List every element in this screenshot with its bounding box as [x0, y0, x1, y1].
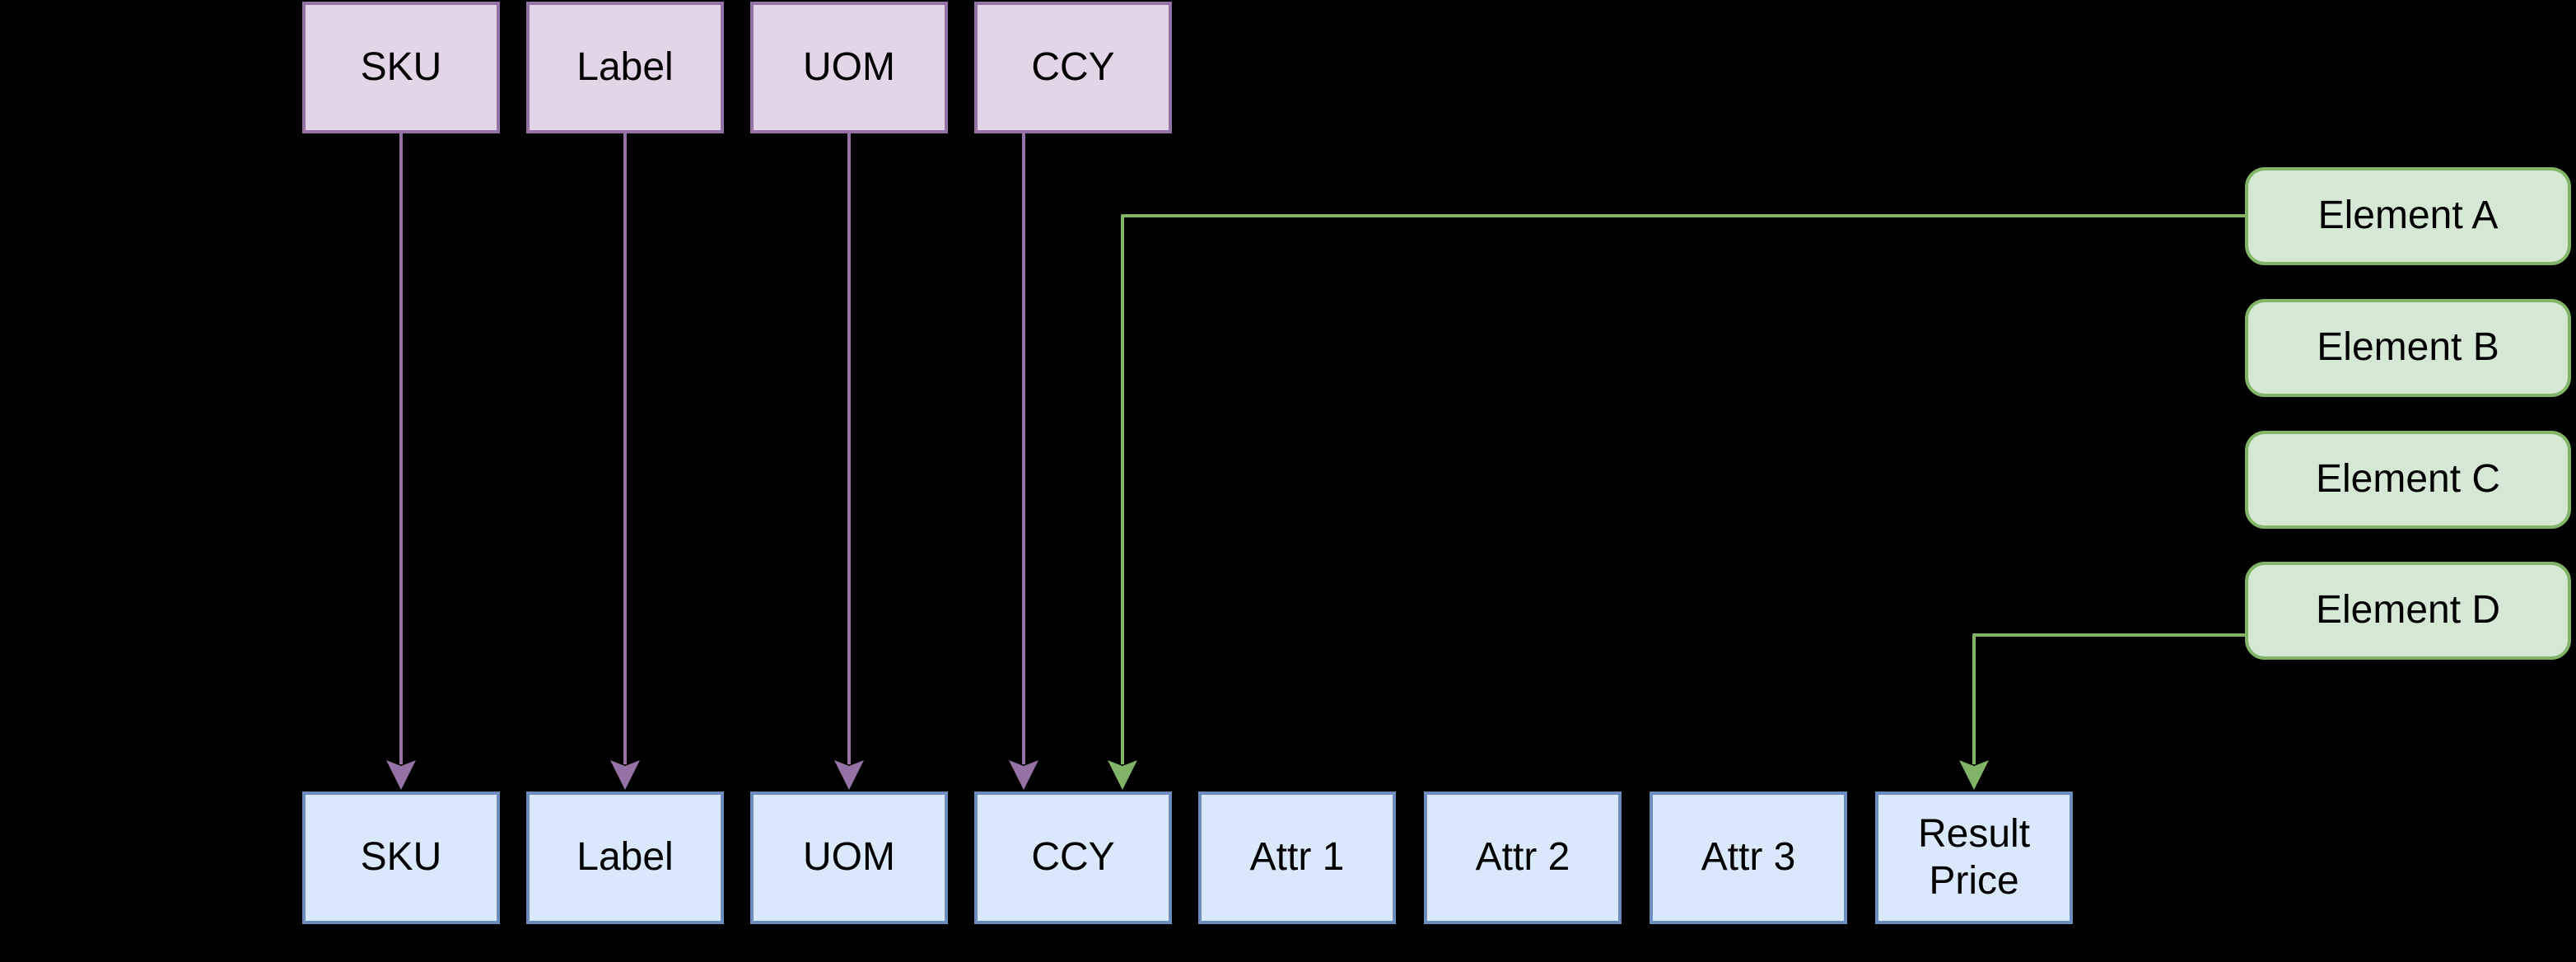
source-field-uom: UOM	[750, 2, 948, 133]
target-field-sku: SKU	[302, 792, 500, 924]
target-field-result-price: Result Price	[1875, 792, 2073, 924]
source-field-label: Label	[526, 2, 724, 133]
target-field-uom-label: UOM	[803, 835, 895, 880]
source-field-ccy-label: CCY	[1031, 44, 1115, 89]
connector-element-d-to-result-price	[1959, 633, 2245, 790]
connector-element-a-to-ccy	[1108, 214, 2245, 790]
target-field-uom: UOM	[750, 792, 948, 924]
source-field-ccy: CCY	[974, 2, 1172, 133]
element-b-box: Element B	[2245, 299, 2571, 397]
target-field-label-label: Label	[576, 835, 674, 880]
source-field-sku: SKU	[302, 2, 500, 133]
connector-label-to-label	[610, 133, 640, 790]
element-d-label: Element D	[2315, 588, 2501, 633]
element-d-box: Element D	[2245, 562, 2571, 660]
target-field-attr-2-label: Attr 2	[1475, 835, 1570, 880]
source-field-sku-label: SKU	[360, 44, 442, 89]
connector-sku-to-sku	[386, 133, 416, 790]
element-b-label: Element B	[2317, 325, 2499, 370]
connector-ccy-to-ccy	[1009, 133, 1038, 790]
element-a-box: Element A	[2245, 167, 2571, 265]
target-field-attr-2: Attr 2	[1424, 792, 1622, 924]
target-field-attr-3: Attr 3	[1650, 792, 1847, 924]
target-field-label: Label	[526, 792, 724, 924]
target-field-ccy: CCY	[974, 792, 1172, 924]
source-field-uom-label: UOM	[803, 44, 895, 89]
element-c-box: Element C	[2245, 431, 2571, 529]
target-field-attr-1-label: Attr 1	[1249, 835, 1345, 880]
target-field-attr-3-label: Attr 3	[1701, 835, 1796, 880]
element-c-label: Element C	[2315, 457, 2501, 502]
connector-uom-to-uom	[834, 133, 864, 790]
element-a-label: Element A	[2317, 194, 2499, 238]
target-field-ccy-label: CCY	[1031, 835, 1115, 880]
target-field-sku-label: SKU	[360, 835, 442, 880]
source-field-label-label: Label	[576, 44, 674, 89]
target-field-result-price-label: Result Price	[1917, 811, 2031, 903]
target-field-attr-1: Attr 1	[1198, 792, 1396, 924]
